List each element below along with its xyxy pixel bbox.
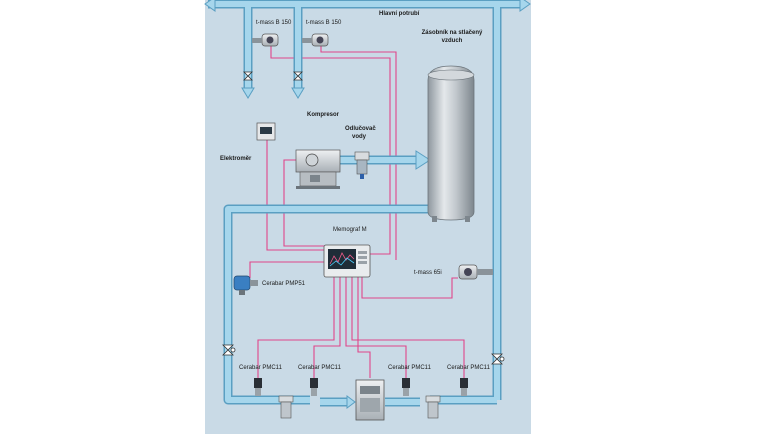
wire-tmass1 [270, 45, 391, 255]
air-receiver-tank [427, 65, 475, 222]
label-tmass-65i: t-mass 65i [414, 270, 442, 276]
memograf-recorder [323, 244, 371, 278]
arrow-to-tank [415, 150, 431, 170]
wire-compressor [283, 159, 332, 247]
label-compressor: Kompresor [307, 112, 340, 118]
arrow-main-left [204, 0, 216, 12]
electricity-meter [256, 122, 276, 141]
wire-pmc11-3 [345, 276, 407, 378]
filter-right [425, 395, 441, 419]
valve-branch2 [293, 71, 303, 81]
cerabar-pmc11-3 [402, 378, 410, 396]
label-cerabar-pmp51: Cerabar PMP51 [262, 281, 306, 287]
label-cerabar-pmc11-3: Cerabar PMC11 [388, 365, 431, 371]
pipes [208, 0, 522, 407]
air-dryer [355, 379, 385, 421]
valves [222, 71, 505, 365]
label-electricity-meter: Elektroměr [220, 156, 252, 162]
cerabar-pmc11-1 [254, 378, 262, 396]
label-tank-line1: Zásobník na stlačený [421, 30, 483, 36]
label-memograf: Memograf M [333, 227, 367, 233]
water-separator [354, 151, 370, 179]
arrow-branch2-down [291, 87, 305, 99]
compressor [295, 149, 341, 189]
cerabar-pmc11-4 [460, 378, 468, 396]
wire-pmp51 [249, 261, 330, 278]
wire-pmc11-1 [257, 276, 335, 378]
flow-arrows [204, 0, 531, 409]
label-cerabar-pmc11-1: Cerabar PMC11 [239, 365, 282, 371]
cerabar-pmc11-2 [310, 378, 318, 396]
tmass-b150-2 [302, 33, 329, 47]
cerabar-pmp51 [233, 275, 258, 295]
valve-right-loop [491, 353, 505, 365]
tmass-b150-1 [252, 33, 279, 47]
label-tmass-2: t-mass B 150 [306, 20, 342, 26]
label-tmass-1: t-mass B 150 [256, 20, 292, 26]
arrow-loop-right [346, 395, 356, 409]
wire-pmc11-2 [313, 276, 341, 378]
tmass-65i [458, 264, 493, 280]
wire-electricity-meter [266, 140, 330, 251]
label-separator-line1: Odlučovač [345, 126, 376, 132]
diagram-background [205, 0, 531, 434]
filter-left [278, 395, 294, 419]
arrow-branch1-down [241, 87, 255, 99]
label-cerabar-pmc11-2: Cerabar PMC11 [298, 365, 341, 371]
wire-pmc11-4 [351, 276, 465, 378]
label-separator-line2: vody [352, 134, 367, 140]
wire-dryer [357, 276, 371, 378]
valve-branch1 [243, 71, 253, 81]
wire-tmass65i [361, 276, 458, 299]
arrow-main-right [519, 0, 531, 12]
valve-left-loop [222, 344, 236, 356]
label-tank-line2: vzduch [441, 38, 463, 44]
label-cerabar-pmc11-4: Cerabar PMC11 [447, 365, 490, 371]
label-main-pipe: Hlavní potrubí [379, 11, 420, 17]
signal-wires [249, 45, 465, 378]
